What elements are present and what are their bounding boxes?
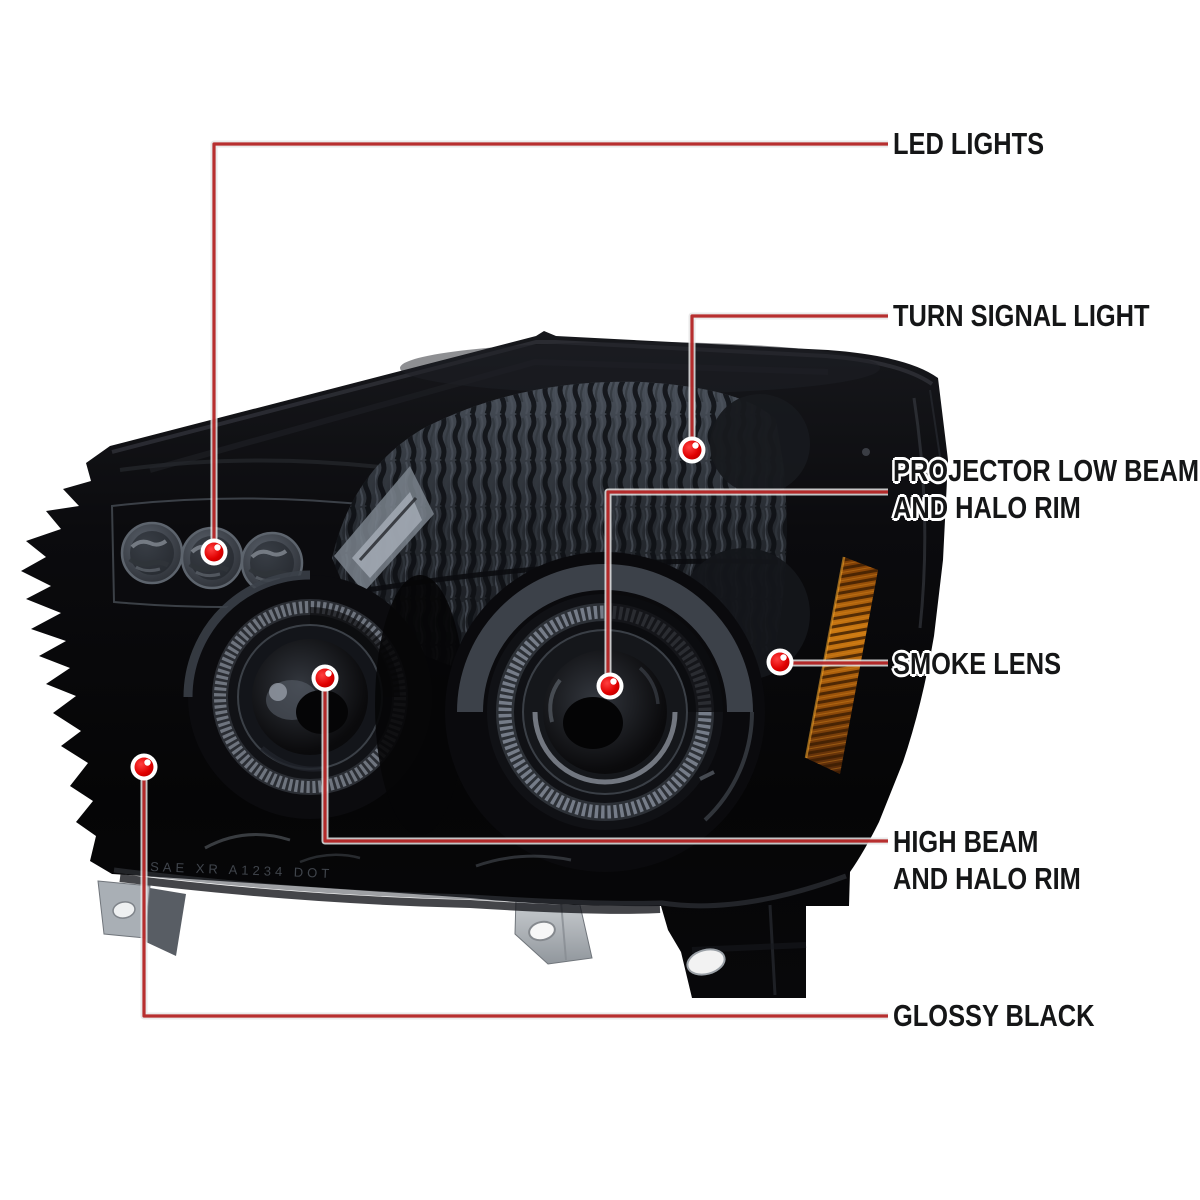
low-beam-projector (445, 552, 765, 872)
callout-dot-projector-low-beam (596, 672, 624, 700)
led-light-1 (122, 523, 182, 583)
callout-dot-led-lights (200, 538, 228, 566)
label-line-2: AND HALO RIM (893, 861, 1081, 896)
label-glossy-black: GLOSSY BLACK (893, 998, 1095, 1033)
lens-etching-text: SAE XR A1234 DOT (150, 859, 334, 881)
callout-dot-glossy-black (130, 753, 158, 781)
callout-line-turn-signal (688, 312, 888, 450)
callout-dot-smoke-lens (766, 648, 794, 676)
callout-line-glossy-black (140, 767, 888, 1020)
callout-line-led-lights (210, 140, 888, 552)
callout-dots (130, 436, 794, 781)
label-turn-signal-light: TURN SIGNAL LIGHT (893, 298, 1150, 333)
label-line-1: PROJECTOR LOW BEAM (893, 453, 1200, 488)
label-line-2: AND HALO RIM (893, 490, 1081, 525)
callout-lines (140, 140, 888, 1020)
housing-speck (862, 448, 870, 456)
mounting-bracket-left (97, 880, 186, 956)
callout-line-high-beam (321, 678, 888, 845)
lens-bottom-rim (113, 833, 847, 914)
mounting-bracket-right (686, 904, 807, 996)
label-led-lights: LED LIGHTS (893, 126, 1045, 161)
label-line-1: HIGH BEAM (893, 824, 1039, 859)
callout-line-projector-low-beam (604, 488, 888, 686)
housing-shadow (375, 575, 465, 835)
housing-right-edge-sheen (912, 389, 943, 629)
label-high-beam: HIGH BEAM AND HALO RIM (893, 823, 1081, 897)
label-smoke-lens: SMOKE LENS (893, 646, 1062, 681)
callout-dot-turn-signal (678, 436, 706, 464)
label-projector-low-beam: PROJECTOR LOW BEAM AND HALO RIM (893, 452, 1199, 526)
housing-top-sheen (400, 342, 880, 394)
callout-dot-high-beam (311, 664, 339, 692)
